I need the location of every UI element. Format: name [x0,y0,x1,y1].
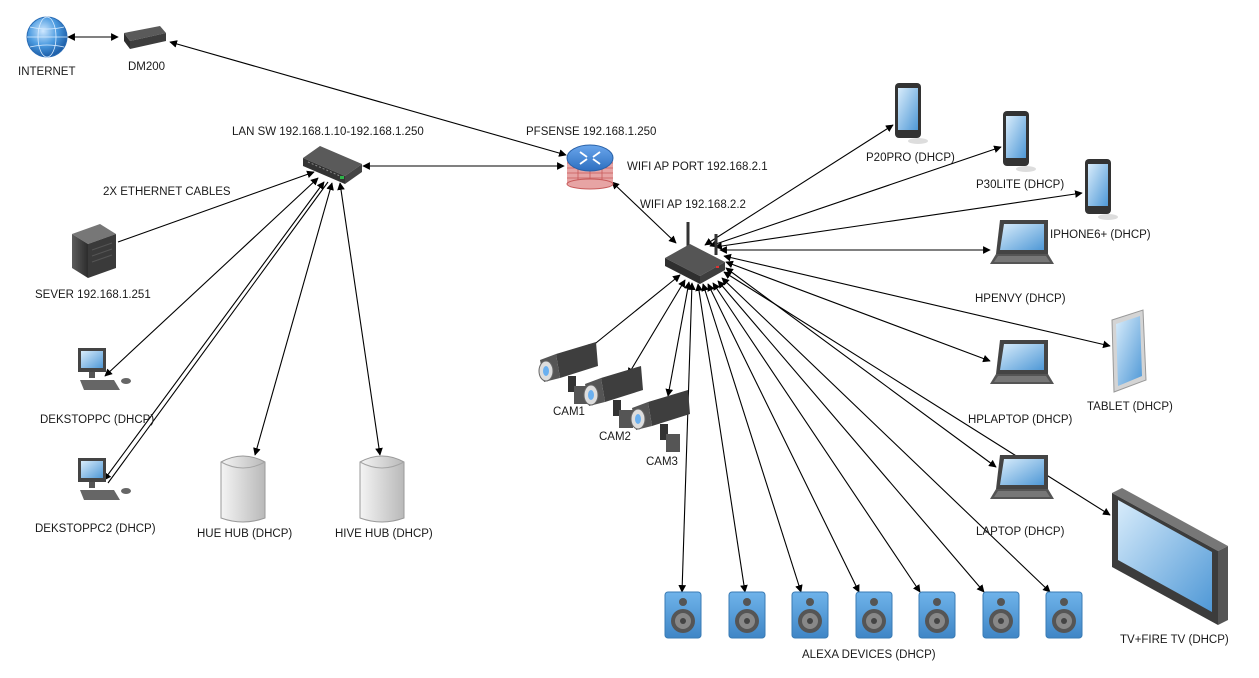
server-icon [72,224,116,278]
hub-icon [359,455,405,523]
cam3-label: CAM3 [646,456,678,468]
desktop2-label: DEKSTOPPC2 (DHCP) [35,523,156,535]
internet-label: INTERNET [18,66,76,78]
edge-ap-cam1 [585,274,681,352]
switch-icon [303,146,362,184]
speaker-icon [1045,591,1083,639]
wifi-ap-port-label: WIFI AP PORT 192.168.2.1 [627,161,768,173]
p20pro-label: P20PRO (DHCP) [866,152,955,164]
speaker-icon [791,591,829,639]
desktop-pc-icon [78,458,131,500]
lan-switch-label: LAN SW 192.168.1.10-192.168.1.250 [232,126,424,138]
hpenvy-label: HPENVY (DHCP) [975,293,1066,305]
globe-icon [26,16,68,58]
hub-icon [220,455,266,523]
tablet-icon [1111,309,1147,393]
wifi-ap-label: WIFI AP 192.168.2.2 [640,199,746,211]
speaker-icon [982,591,1020,639]
edge-switch-huehub [253,182,334,456]
phone-icon [1003,111,1036,172]
edge-server-switch [117,170,315,243]
alexa-speakers [664,591,1083,639]
modem-icon [124,26,166,49]
dm200-label: DM200 [128,61,165,73]
edge-switch-desktop2-a [103,181,325,481]
cam2-label: CAM2 [599,431,631,443]
laptop-label: LAPTOP (DHCP) [976,526,1065,538]
edge-ap-iphone [714,190,1083,250]
edge-dm200-pfsense [169,40,567,157]
edge-ap-alexa7 [721,277,1051,593]
tv-label: TV+FIRE TV (DHCP) [1120,634,1229,646]
iphone-label: IPHONE6+ (DHCP) [1050,229,1151,241]
hplaptop-label: HPLAPTOP (DHCP) [968,414,1073,426]
tv-icon [1112,488,1228,625]
wireless-router-icon [665,222,725,284]
edge-switch-desktop2-b [107,181,329,484]
laptop-icon [990,455,1054,499]
speaker-icon [664,591,702,639]
phone-icon [895,83,928,144]
cam1-label: CAM1 [553,406,585,418]
edge-ap-p20pro [704,124,894,246]
connections [67,33,1111,593]
phone-icon [1085,159,1118,220]
edge-ap-alexa6 [717,280,985,593]
hive-hub-label: HIVE HUB (DHCP) [335,528,433,540]
hue-hub-label: HUE HUB (DHCP) [197,528,292,540]
edge-ap-cam3 [665,281,692,397]
laptop-icon [990,220,1054,264]
edge-ap-alexa3 [701,283,803,593]
alexa-label: ALEXA DEVICES (DHCP) [802,649,936,661]
desktop1-label: DEKSTOPPC (DHCP) [40,414,154,426]
pfsense-label: PFSENSE 192.168.1.250 [526,126,656,138]
edge-ap-hplaptop [725,260,991,363]
speaker-icon [918,591,956,639]
edge-switch-hivehub [337,182,383,456]
edge-ap-alexa1 [678,282,696,593]
camera-icon [630,389,691,453]
speaker-icon [855,591,893,639]
edge-ap-alexa4 [707,283,860,593]
router-icon [566,144,614,190]
p30lite-label: P30LITE (DHCP) [976,179,1064,191]
ethernet-note-label: 2X ETHERNET CABLES [103,186,231,198]
tablet-label: TABLET (DHCP) [1087,401,1173,413]
edge-ap-laptop [725,267,997,468]
server-label: SEVER 192.168.1.251 [35,289,151,301]
edge-pfsense-wifiap [611,181,677,244]
desktop-pc-icon [78,348,131,390]
edge-ap-tv [723,271,1111,516]
speaker-icon [728,591,766,639]
edge-ap-alexa2 [695,283,748,593]
laptop-icon [990,340,1054,384]
